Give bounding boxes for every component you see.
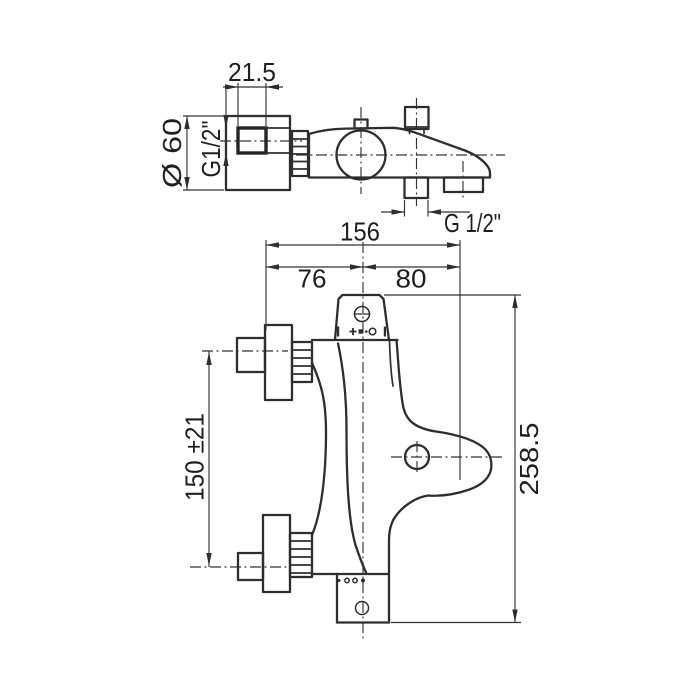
- shower-outlet-side: [403, 176, 430, 200]
- dim-label-g12-outlet: G 1/2": [444, 208, 501, 238]
- body-neck-left-edge: [310, 361, 328, 537]
- side-view: [220, 98, 505, 206]
- dim-right-section: 80: [363, 264, 460, 294]
- upper-knurled-ring: [290, 340, 314, 384]
- inlet-connector: [236, 126, 268, 155]
- dim-label-diameter-60: Ø 60: [157, 118, 187, 188]
- knurled-ring-side: [290, 129, 310, 178]
- body-neck-inner-edge: [336, 342, 368, 575]
- lower-inlet-nut: [236, 551, 265, 582]
- dim-connector-depth: 21.5: [223, 57, 283, 126]
- lower-handle-knob: [261, 513, 292, 594]
- dim-label-g12-inlet: G1/2": [196, 121, 226, 178]
- outlet-hole-icon: [354, 600, 370, 616]
- dim-label-150: 150 ±21: [180, 413, 210, 501]
- dim-label-76: 76: [298, 264, 327, 294]
- thermostat-knob-side: [335, 129, 387, 181]
- upper-handle-knob: [263, 323, 294, 402]
- screw-icon: [353, 305, 371, 323]
- dim-label-258-5: 258.5: [514, 423, 544, 496]
- diverter-knob-side: [403, 105, 430, 135]
- button: [353, 118, 369, 130]
- temp-scale-markings: [337, 326, 386, 337]
- spout-tip: [442, 176, 485, 194]
- dim-label-156: 156: [340, 217, 380, 247]
- dim-shower-outlet-thread: G 1/2": [381, 200, 501, 238]
- front-view: [190, 242, 505, 642]
- spout-hole: [403, 443, 431, 471]
- dim-handle-diameter: Ø 60: [157, 115, 224, 191]
- body-spout-outline: [387, 338, 493, 624]
- lower-knurled-ring: [288, 531, 314, 579]
- dim-overall-width: 156: [265, 217, 461, 480]
- upper-inlet-nut: [235, 336, 267, 374]
- dim-inlet-centers: 150 ±21: [180, 351, 212, 567]
- dim-label-80: 80: [396, 264, 427, 294]
- mixer-body-side: [307, 126, 492, 179]
- dim-inlet-thread: G1/2": [196, 90, 229, 184]
- inlet-dots: [337, 577, 365, 584]
- dim-overall-height: 258.5: [384, 294, 544, 624]
- dim-label-21-5: 21.5: [228, 57, 276, 87]
